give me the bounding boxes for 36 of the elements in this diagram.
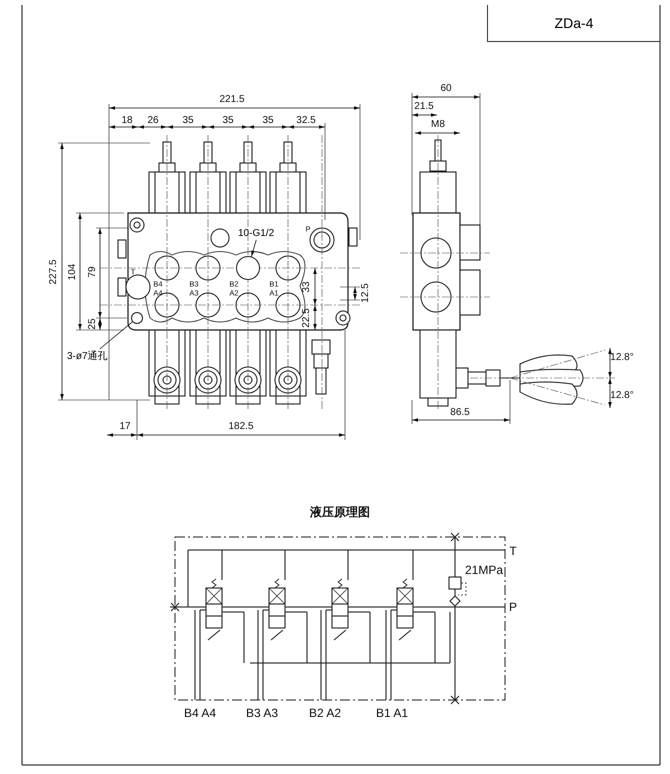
dimension-value: 21.5 <box>414 102 434 112</box>
port-label: B1 A1 <box>376 707 408 719</box>
port-label: B2 A2 <box>308 707 342 719</box>
dimension-value: 18 <box>121 116 133 126</box>
dimension-value: 32.5 <box>296 116 316 126</box>
schematic-title: 液压原理图 <box>310 506 370 518</box>
dimension-value: 12.5 <box>361 283 371 303</box>
dimension-value: 104 <box>68 264 78 280</box>
port-label: B4 A4 <box>184 707 216 719</box>
leader-line <box>99 321 133 350</box>
pressure-label: 21MPa <box>464 564 504 576</box>
dimension-value: 227.5 <box>49 259 59 285</box>
dimension-value: 86.5 <box>450 408 470 418</box>
port-label: T <box>509 545 517 557</box>
leader-line <box>250 240 257 257</box>
title-block <box>487 5 660 42</box>
port-label: P <box>509 601 517 613</box>
dimension-value: 22.5 <box>302 308 312 328</box>
angle-value: 12.8° <box>610 391 634 401</box>
dimension-value: 26 <box>147 116 159 126</box>
dimension-value: 35 <box>262 116 274 126</box>
dimension-value: 17 <box>119 422 131 432</box>
dimension-value: 60 <box>440 84 452 94</box>
port-label: B3 A3 <box>246 707 278 719</box>
callout-text: 10-G1/2 <box>238 228 274 239</box>
dimension-value: 79 <box>88 266 98 278</box>
dimension-value: 35 <box>222 116 234 126</box>
dimension-value: 182.5 <box>228 422 254 432</box>
angle-value: 12.8° <box>610 353 634 363</box>
callout-text: 3-ø7通孔 <box>67 350 108 363</box>
dimension-value: 33 <box>302 281 312 293</box>
drawing-number: ZDa-4 <box>554 15 594 31</box>
dimension-value: 25 <box>88 318 98 330</box>
dimension-value: 35 <box>182 116 194 126</box>
dimension-value: 221.5 <box>219 95 245 105</box>
thread-size-label: M8 <box>431 120 445 130</box>
